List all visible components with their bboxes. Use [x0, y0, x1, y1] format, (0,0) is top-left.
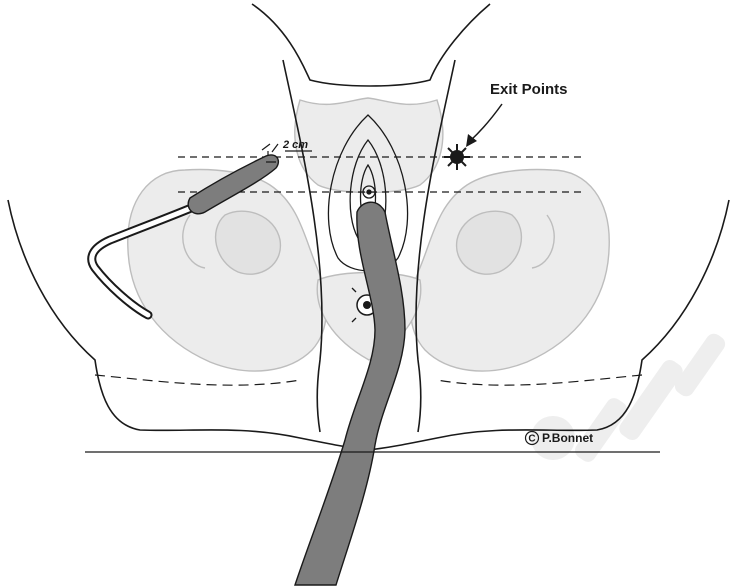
anus-center — [363, 301, 371, 309]
credit-label: P.Bonnet — [542, 431, 593, 445]
arrow-shaft — [470, 104, 502, 141]
watermark-stroke — [672, 331, 729, 400]
copyright-letter: C — [528, 434, 535, 445]
distance-label: 2 cm — [282, 139, 308, 151]
exit-point-rays — [444, 144, 470, 170]
right-iliac-wing — [411, 170, 610, 372]
watermark-stroke — [616, 357, 686, 443]
arrow-icon — [466, 104, 502, 147]
pubic-symphysis — [295, 98, 443, 193]
left-gluteal-fold — [95, 375, 300, 385]
right-gluteal-fold — [437, 375, 642, 385]
exit-points-label: Exit Points — [490, 81, 568, 98]
abdomen-outline — [252, 4, 490, 86]
starburst-icon — [444, 144, 470, 170]
